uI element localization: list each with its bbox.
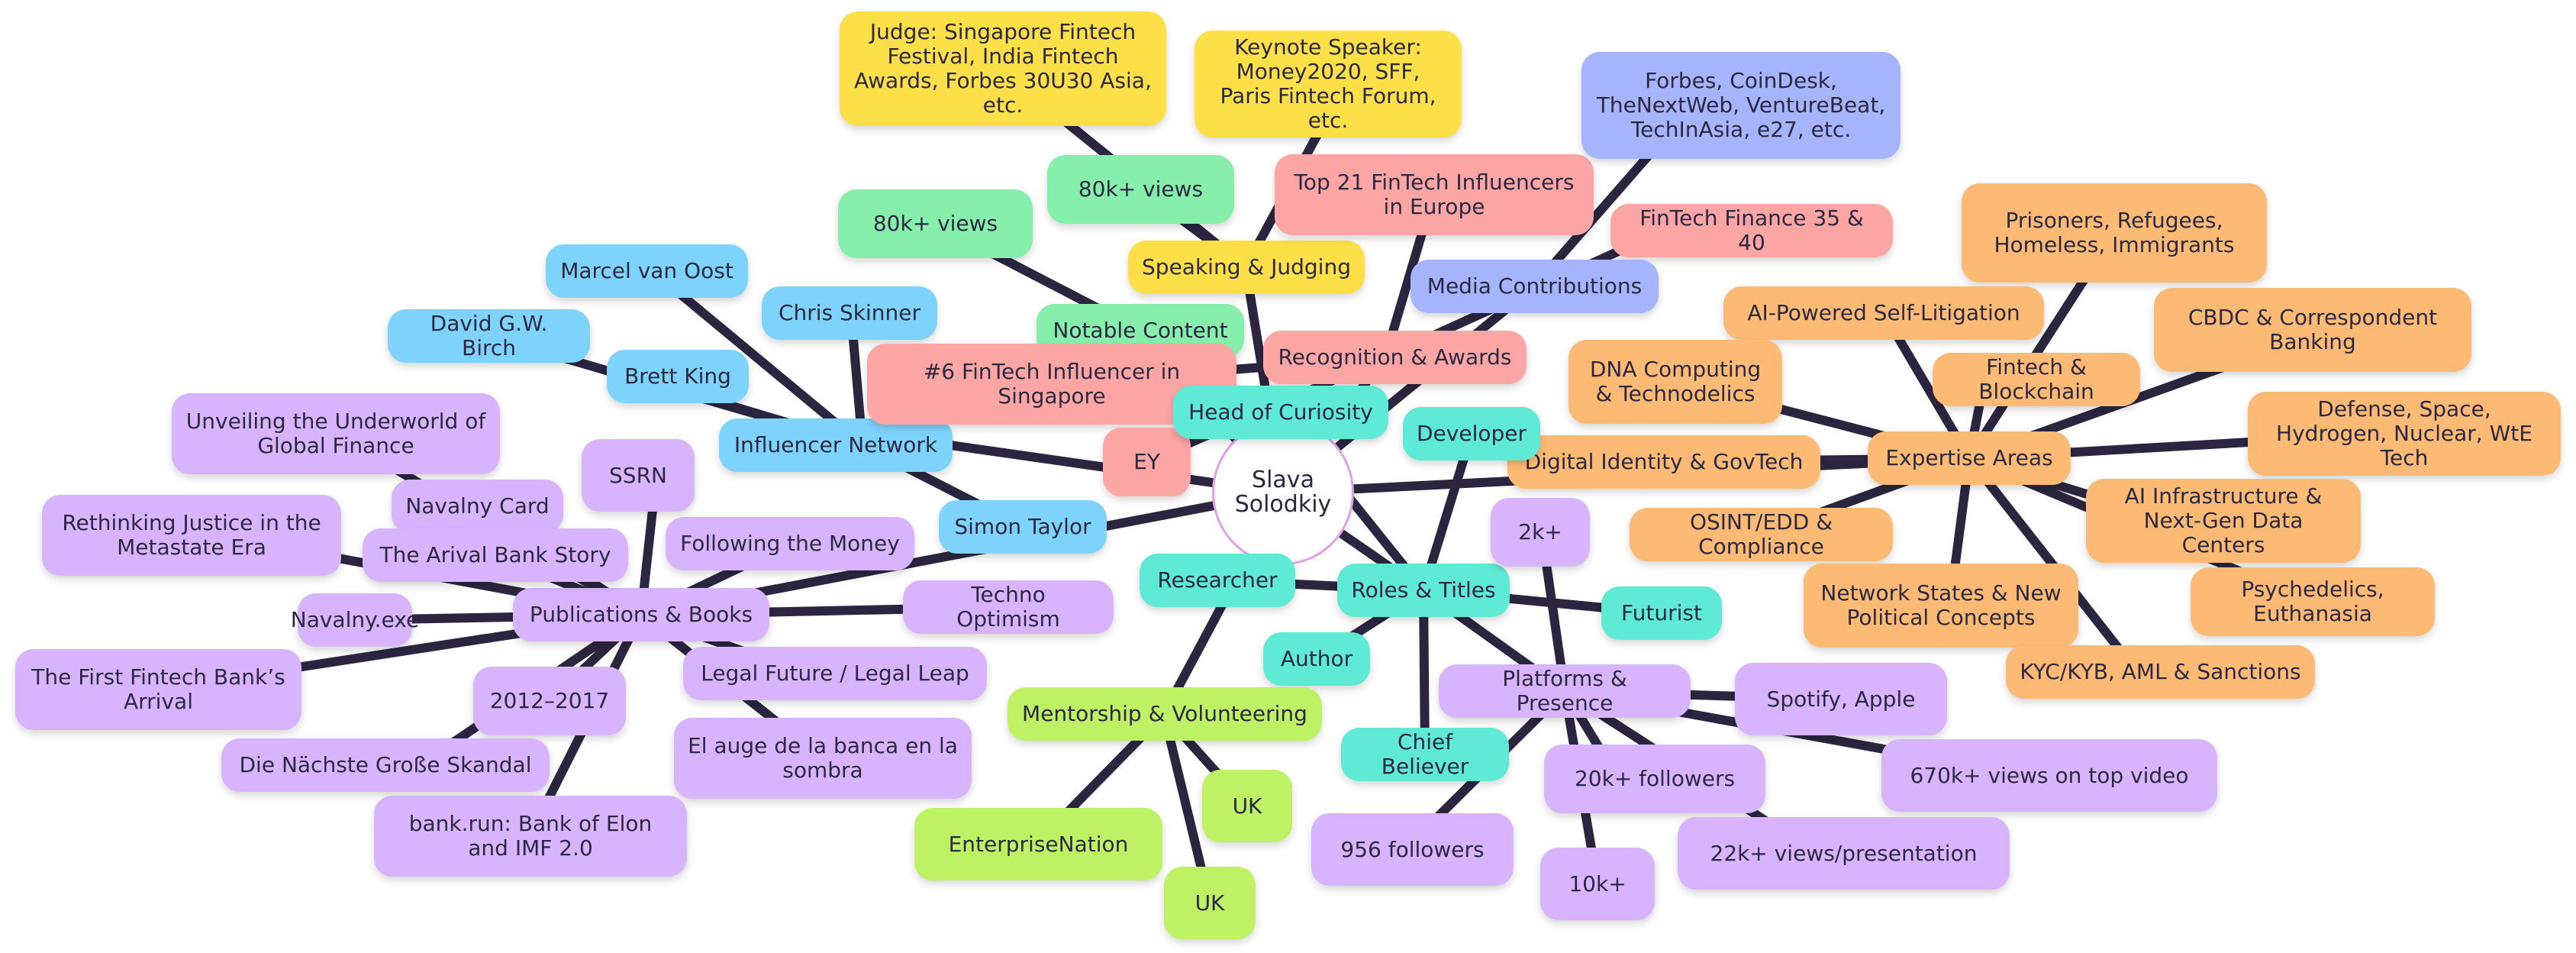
- branch-mentorship-volunteering[interactable]: Mentorship & Volunteering: [1008, 687, 1322, 741]
- publication-node[interactable]: bank.run: Bank of Elon and IMF 2.0: [374, 796, 687, 877]
- edge: [648, 267, 867, 450]
- publication-node[interactable]: Rethinking Justice in the Metastate Era: [42, 495, 341, 576]
- notable-content-node[interactable]: 80k+ views: [838, 189, 1033, 258]
- publication-node[interactable]: The Arival Bank Story: [363, 528, 628, 582]
- expertise-node[interactable]: Fintech & Blockchain: [1933, 353, 2140, 406]
- branch-speaking-judging[interactable]: Speaking & Judging: [1128, 241, 1365, 294]
- platform-node[interactable]: 956 followers: [1311, 813, 1514, 886]
- expertise-node[interactable]: CBDC & Correspondent Banking: [2154, 288, 2471, 372]
- central-node[interactable]: Slava Solodkiy: [1212, 420, 1354, 565]
- platform-node[interactable]: 10k+: [1540, 848, 1655, 920]
- branch-influencer-network[interactable]: Influencer Network: [719, 418, 953, 472]
- edge: [1419, 586, 1430, 759]
- platform-node[interactable]: 670k+ views on top video: [1881, 739, 2217, 812]
- branch-media-contributions[interactable]: Media Contributions: [1411, 260, 1659, 313]
- speaking-node[interactable]: 80k+ views: [1047, 155, 1234, 224]
- influencer-node[interactable]: Brett King: [607, 350, 749, 403]
- expertise-node[interactable]: KYC/KYB, AML & Sanctions: [2006, 645, 2315, 699]
- role-node[interactable]: Head of Curiosity: [1173, 386, 1388, 439]
- speaking-node[interactable]: Judge: Singapore Fintech Festival, India…: [840, 11, 1166, 126]
- platform-node[interactable]: 20k+ followers: [1544, 745, 1765, 813]
- speaking-node[interactable]: Keynote Speaker: Money2020, SFF, Paris F…: [1195, 31, 1462, 137]
- publication-node[interactable]: 2012–2017: [473, 667, 626, 735]
- publication-node[interactable]: Techno Optimism: [903, 580, 1114, 634]
- mentorship-node[interactable]: EnterpriseNation: [914, 808, 1162, 880]
- expertise-node[interactable]: OSINT/EDD & Compliance: [1630, 508, 1893, 561]
- mentorship-node[interactable]: UK: [1164, 867, 1256, 939]
- publication-node[interactable]: SSRN: [582, 439, 695, 512]
- publication-node[interactable]: Navalny.exe: [291, 593, 419, 647]
- branch-expertise-areas[interactable]: Expertise Areas: [1868, 431, 2071, 485]
- expertise-node[interactable]: Psychedelics, Euthanasia: [2191, 567, 2435, 636]
- expertise-node[interactable]: Prisoners, Refugees, Homeless, Immigrant…: [1962, 183, 2267, 283]
- publication-node[interactable]: El auge de la banca en la sombra: [674, 718, 972, 799]
- expertise-node[interactable]: Network States & New Political Concepts: [1804, 564, 2078, 648]
- influencer-node[interactable]: David G.W. Birch: [388, 309, 590, 363]
- publication-node[interactable]: Unveiling the Underworld of Global Finan…: [172, 393, 500, 474]
- role-node[interactable]: Developer: [1403, 407, 1540, 460]
- expertise-node[interactable]: Defense, Space, Hydrogen, Nuclear, WtE T…: [2248, 392, 2561, 476]
- expertise-node[interactable]: Digital Identity & GovTech: [1507, 435, 1820, 489]
- expertise-node[interactable]: AI-Powered Self-Litigation: [1723, 286, 2044, 340]
- platform-node[interactable]: Spotify, Apple: [1735, 663, 1947, 735]
- influencer-node[interactable]: Chris Skinner: [762, 286, 937, 340]
- award-node[interactable]: EY: [1103, 428, 1191, 496]
- media-node[interactable]: Forbes, CoinDesk, TheNextWeb, VentureBea…: [1581, 52, 1901, 159]
- role-node[interactable]: Futurist: [1601, 586, 1722, 640]
- publication-node[interactable]: Following the Money: [666, 517, 914, 570]
- branch-roles-titles[interactable]: Roles & Titles: [1337, 564, 1510, 617]
- branch-publications-books[interactable]: Publications & Books: [513, 588, 769, 641]
- publication-node[interactable]: The First Fintech Bank’s Arrival: [15, 649, 301, 730]
- branch-recognition-awards[interactable]: Recognition & Awards: [1263, 331, 1527, 384]
- influencer-node[interactable]: Marcel van Oost: [546, 244, 748, 298]
- publication-node[interactable]: Navalny Card: [392, 480, 563, 533]
- expertise-node[interactable]: DNA Computing & Technodelics: [1568, 340, 1782, 424]
- platform-node[interactable]: 22k+ views/presentation: [1678, 817, 2010, 890]
- mentorship-node[interactable]: UK: [1202, 770, 1292, 842]
- role-node[interactable]: Author: [1263, 632, 1370, 686]
- award-node[interactable]: FinTech Finance 35 & 40: [1610, 204, 1893, 257]
- publication-node[interactable]: Legal Future / Legal Leap: [683, 647, 987, 700]
- expertise-node[interactable]: AI Infrastructure & Next-Gen Data Center…: [2086, 479, 2361, 563]
- role-node[interactable]: Chief Believer: [1341, 728, 1509, 781]
- award-node[interactable]: Top 21 FinTech Influencers in Europe: [1275, 154, 1594, 235]
- branch-platforms-presence[interactable]: Platforms & Presence: [1439, 664, 1691, 718]
- influencer-node[interactable]: Simon Taylor: [939, 500, 1107, 554]
- publication-node[interactable]: Die Nächste Große Skandal: [221, 738, 550, 792]
- role-node[interactable]: Researcher: [1140, 554, 1295, 607]
- platform-node[interactable]: 2k+: [1491, 498, 1590, 567]
